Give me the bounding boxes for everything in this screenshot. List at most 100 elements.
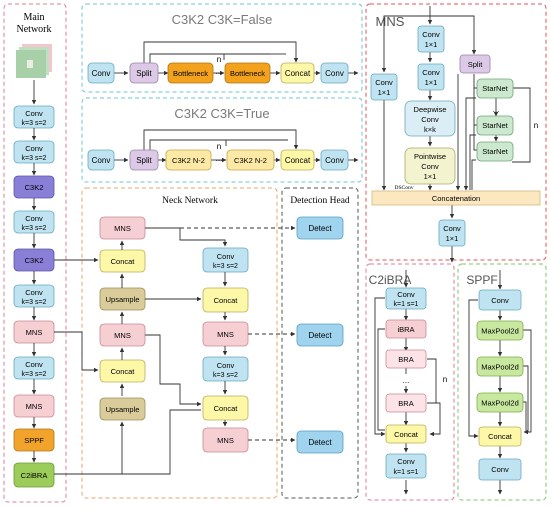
neck-left-3-label: Upsample bbox=[106, 295, 140, 304]
neck-left-5: Concat bbox=[99, 359, 146, 383]
main-block-8-label: Conv bbox=[25, 360, 43, 369]
neck-right-3-label: MNS bbox=[217, 330, 234, 339]
sppf-conv-in-label: Conv bbox=[491, 296, 509, 305]
c3k2-true-title: C3K2 C3K=True bbox=[174, 106, 269, 121]
detect-1-label: Detect bbox=[308, 224, 332, 233]
main-block-2: Conv k=3 s=2 bbox=[13, 140, 55, 164]
main-block-10-label: SPPF bbox=[24, 436, 44, 445]
c3k2f-n-label: n bbox=[217, 55, 221, 64]
c3k2f-dots: ... bbox=[216, 67, 223, 76]
detect-2: Detect bbox=[296, 323, 344, 347]
c2ibra-dots: ... bbox=[403, 376, 410, 385]
c2ibra-conv-out-sub: k=1 s=1 bbox=[394, 469, 419, 476]
c2ibra-module: Conv k=1 s=1 iBRA BRA ... n BRA Concat C… bbox=[374, 270, 447, 495]
sppf-maxpool-1-label: MaxPool2d bbox=[481, 327, 519, 336]
c2ibra-concat-label: Concat bbox=[394, 430, 419, 439]
sppf-maxpool-3: MaxPool2d bbox=[476, 392, 524, 413]
mns-starnet-3-label: StarNet bbox=[482, 147, 508, 156]
c3k2-true-module: Conv Split C3K2 N-2 ... n C3K2 N-2 Conca… bbox=[87, 129, 359, 171]
network-connections bbox=[54, 225, 296, 475]
main-block-1-sub: k=3 s=2 bbox=[22, 120, 47, 127]
c3k2f-bottleneck-1 bbox=[167, 62, 214, 84]
neck-title: Neck Network bbox=[162, 196, 218, 206]
mns-n-label: n bbox=[534, 121, 538, 130]
c3k2t-conv-out bbox=[320, 149, 349, 171]
mns-pointwise-conv: Conv bbox=[421, 162, 439, 171]
main-block-2-sub: k=3 s=2 bbox=[22, 155, 47, 162]
c3k2f-conv-out-label: Conv bbox=[325, 69, 344, 78]
c2ibra-title: C2iBRA bbox=[369, 273, 412, 287]
sppf-maxpool-2-label: MaxPool2d bbox=[481, 363, 519, 372]
c3k2f-conv-out bbox=[320, 62, 349, 84]
mns-title: MNS bbox=[376, 14, 405, 29]
mns-depthwise-label: Deepwise bbox=[414, 105, 447, 114]
sppf-conv-out-label: Conv bbox=[491, 465, 509, 474]
mns-depthwise-conv: Conv bbox=[421, 115, 439, 124]
mns-starnet-dots: ... bbox=[493, 105, 500, 114]
mns-dsconv-label: DSConv bbox=[395, 185, 414, 191]
main-block-2-label: Conv bbox=[25, 144, 43, 153]
neck-left-1: MNS bbox=[99, 216, 146, 240]
c2ibra-conv-out-label: Conv bbox=[397, 457, 415, 466]
mns-conv-side-label: Conv bbox=[375, 78, 393, 87]
main-block-4-label: Conv bbox=[25, 214, 43, 223]
main-block-8-sub: k=3 s=2 bbox=[22, 371, 47, 378]
neck-right-4-sub: k=3 s=2 bbox=[213, 372, 238, 379]
mns-starnet-1-label: StarNet bbox=[482, 84, 508, 93]
neck-right-1-sub: k=3 s=2 bbox=[213, 263, 238, 270]
c3k2t-c3k2-2-label: C3K2 N-2 bbox=[234, 156, 267, 165]
c3k2f-split-label: Split bbox=[136, 69, 152, 78]
c3k2t-split bbox=[129, 149, 159, 171]
neck-left-2-label: Concat bbox=[111, 257, 136, 266]
detect-2-label: Detect bbox=[308, 331, 332, 340]
main-block-6-sub: k=3 s=2 bbox=[22, 299, 47, 306]
c3k2t-conv-in bbox=[87, 149, 115, 171]
neck-left-1-label: MNS bbox=[114, 224, 131, 233]
main-block-7: MNS bbox=[13, 320, 55, 344]
mns-starnet-2-label: StarNet bbox=[482, 121, 508, 130]
c3k2t-split-label: Split bbox=[136, 156, 152, 165]
c3k2f-split bbox=[129, 62, 159, 84]
c3k2-false-title: C3K2 C3K=False bbox=[172, 12, 273, 27]
neck-left-5-label: Concat bbox=[111, 367, 136, 376]
sppf-concat-label: Concat bbox=[488, 432, 513, 441]
c3k2t-c3k2-1-label: C3K2 N-2 bbox=[172, 156, 205, 165]
neck-left-6-label: Upsample bbox=[106, 405, 140, 414]
main-block-5-label: C3K2 bbox=[25, 256, 44, 265]
mns-conv1-sub: 1×1 bbox=[425, 40, 438, 49]
c3k2-true-panel bbox=[81, 97, 363, 183]
c2ibra-panel bbox=[365, 263, 455, 501]
c3k2t-c3k2-1 bbox=[165, 149, 212, 171]
main-block-6-label: Conv bbox=[25, 288, 43, 297]
main-block-6: Conv k=3 s=2 bbox=[13, 284, 55, 308]
detection-head-panel bbox=[281, 187, 359, 499]
sppf-panel bbox=[457, 263, 547, 501]
neck-right-1-label: Conv bbox=[217, 252, 235, 261]
c3k2t-c3k2-2 bbox=[226, 149, 275, 171]
c3k2-false-module: Conv Split Bottleneck ... n Bottleneck C… bbox=[87, 41, 359, 84]
mns-conv2-sub: 1×1 bbox=[425, 78, 438, 87]
main-block-3: C3K2 bbox=[13, 175, 55, 199]
c3k2f-bottleneck-2 bbox=[224, 62, 271, 84]
c2ibra-ibra-label: iBRA bbox=[397, 325, 414, 334]
detect-1: Detect bbox=[296, 216, 344, 240]
c3k2t-conv-out-label: Conv bbox=[325, 156, 344, 165]
main-block-9: MNS bbox=[13, 394, 55, 418]
mns-conv-side-sub: 1×1 bbox=[378, 88, 391, 97]
mns-split-label: Split bbox=[468, 60, 484, 69]
c3k2f-bottleneck-2-label: Bottleneck bbox=[230, 69, 265, 78]
mns-depthwise-kernel: k×k bbox=[424, 125, 436, 134]
c3k2f-bottleneck-1-label: Bottleneck bbox=[173, 69, 208, 78]
main-block-3-label: C3K2 bbox=[25, 183, 44, 192]
neck-left-2: Concat bbox=[99, 249, 146, 273]
mns-pointwise-kernel: 1×1 bbox=[424, 172, 437, 181]
main-network-title-1: Main bbox=[23, 12, 44, 23]
mns-module: Conv 1×1 Conv 1×1 Conv 1×1 Deepwise Conv… bbox=[370, 6, 541, 263]
main-block-11-label: C2iBRA bbox=[21, 471, 48, 480]
c2ibra-conv-in-sub: k=1 s=1 bbox=[394, 301, 419, 308]
